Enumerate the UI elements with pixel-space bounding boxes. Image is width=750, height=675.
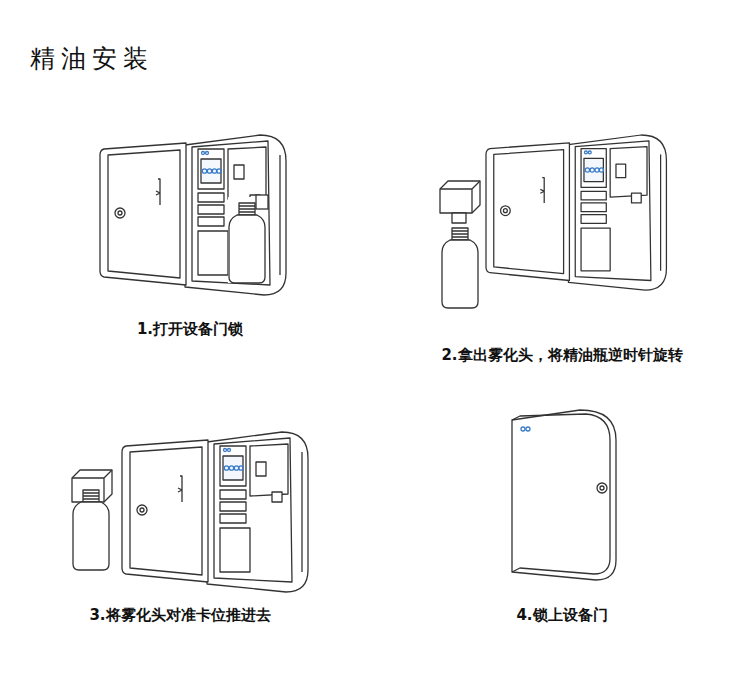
step-caption: 1.打开设备门锁 (137, 320, 243, 339)
step-caption: 3.将雾化头对准卡位推进去 (89, 606, 270, 625)
step-caption: 2.拿出雾化头，将精油瓶逆时针旋转 (441, 346, 682, 365)
step-caption: 4.锁上设备门 (516, 606, 607, 625)
page-title: 精油安装 (30, 42, 154, 75)
